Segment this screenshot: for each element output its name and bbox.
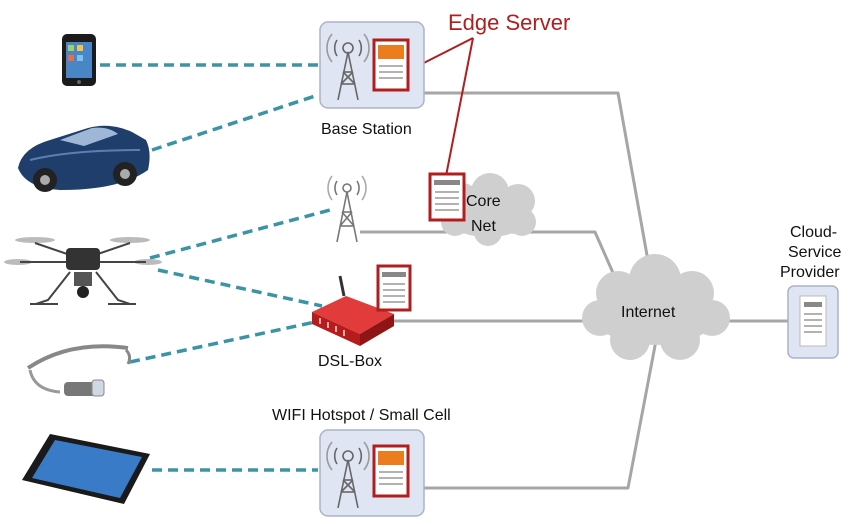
radio-tower-icon: [326, 33, 370, 101]
cloud-label-line1: Cloud-: [790, 224, 837, 241]
wifi-hotspot: WIFI Hotspot / Small Cell: [272, 407, 451, 517]
link-hotspot-internet: [424, 329, 660, 490]
dsl-edge-server-icon: [376, 264, 412, 312]
dsl-box-label: DSL-Box: [318, 353, 382, 370]
car-icon: [18, 125, 150, 192]
cell-tower-icon: [327, 175, 367, 243]
link-basestation-internet: [424, 91, 657, 301]
link-glasses-dslbox: [129, 320, 316, 364]
internet-label: Internet: [621, 304, 676, 321]
link-drone-dslbox: [157, 268, 323, 308]
core-net-cloud: Core Net: [441, 173, 536, 246]
edge-server-label: Edge Server: [448, 10, 570, 35]
cloud-label-line3: Provider: [780, 264, 840, 281]
core-net-server-icon: [428, 172, 466, 222]
dsl-box: DSL-Box: [312, 264, 412, 370]
hotspot-edge-server-icon: [372, 444, 410, 498]
wired-links: [360, 91, 788, 490]
drone-icon: [4, 237, 162, 305]
wireless-links: [100, 63, 331, 472]
smart-glasses-icon: [26, 344, 132, 397]
cloud-server-icon: [799, 295, 827, 347]
cloud-label-line2: Service: [788, 244, 841, 261]
internet-cloud: Internet: [582, 254, 730, 360]
core-net-label-line2: Net: [471, 218, 496, 235]
wifi-hotspot-label: WIFI Hotspot / Small Cell: [272, 407, 451, 424]
link-drone-tower: [149, 208, 331, 260]
tablet-icon: [22, 434, 150, 504]
router-icon: [312, 275, 394, 346]
base-station: Base Station: [319, 21, 425, 138]
cloud-service-provider: Cloud- Service Provider: [780, 224, 841, 359]
base-station-label: Base Station: [321, 121, 412, 138]
small-cell-tower-icon: [326, 441, 370, 509]
core-net-label-line1: Core: [466, 193, 501, 210]
edge-server-icon: [372, 38, 410, 92]
link-car-basestation: [151, 93, 319, 152]
smartphone-icon: [62, 34, 96, 86]
